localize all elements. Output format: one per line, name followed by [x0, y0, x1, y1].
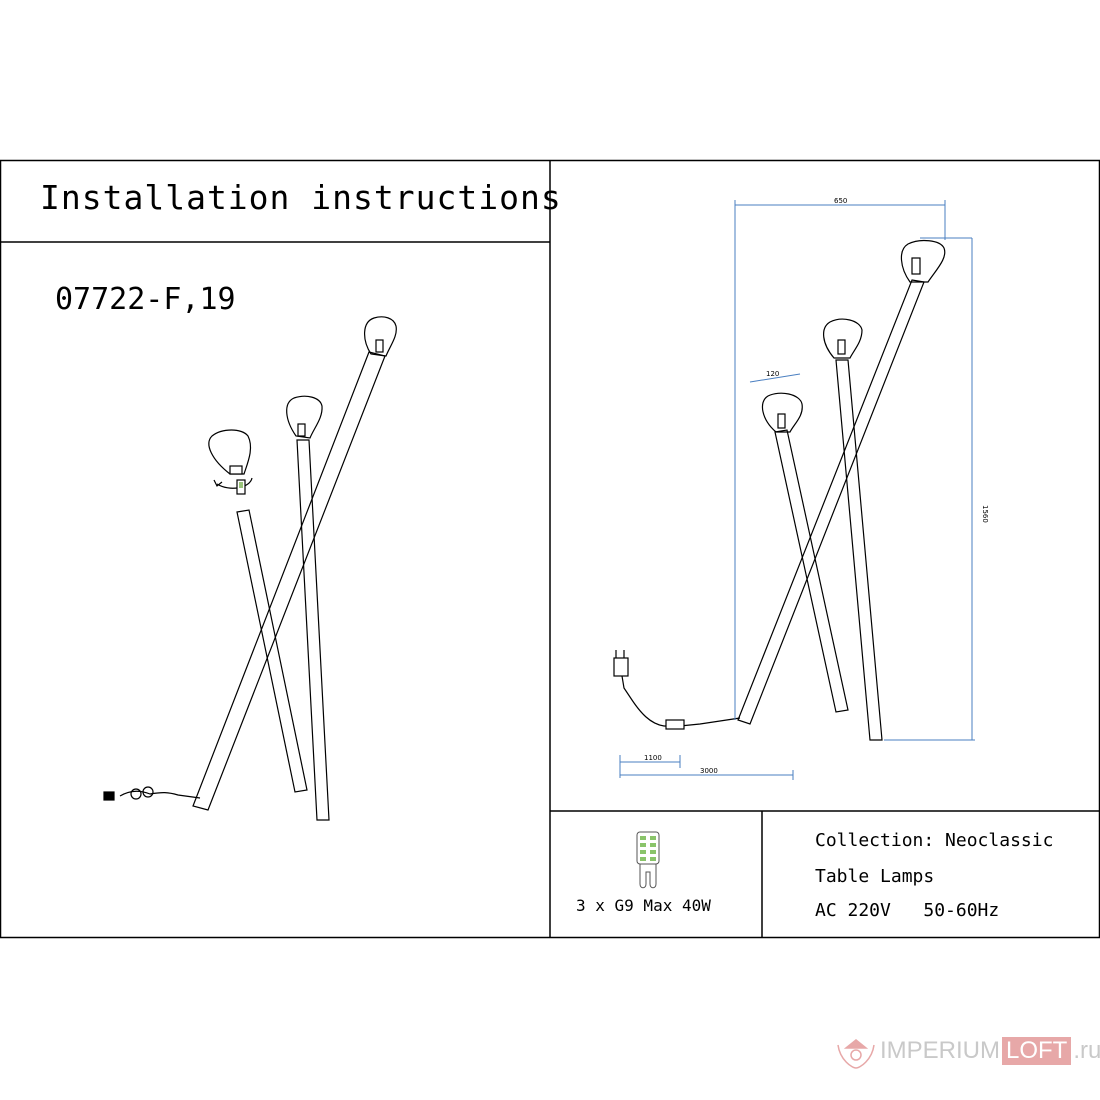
spec-voltage-value: AC 220V	[815, 900, 891, 921]
g9-bulb-icon	[636, 831, 660, 889]
watermark-part3: .ru	[1073, 1037, 1100, 1064]
dimension-drawing	[613, 239, 946, 741]
rod-short-right	[774, 429, 849, 713]
power-cord-right	[621, 675, 741, 727]
model-code: 07722-F,19	[55, 282, 236, 317]
watermark-part1: IMPERIUM	[880, 1037, 1000, 1064]
spec-category: Table Lamps	[815, 866, 935, 887]
rod-short	[236, 509, 308, 793]
assembly-drawing	[103, 316, 397, 821]
rotate-arrow	[216, 477, 253, 489]
rod-middle-right	[835, 359, 883, 741]
rod-long-right	[737, 279, 925, 725]
shade-right-1	[900, 239, 946, 283]
shade-right-2	[823, 318, 863, 359]
spec-collection: Collection: Neoclassic	[815, 830, 1054, 851]
dim-height: 1560	[981, 505, 989, 523]
rod-long	[192, 351, 386, 811]
dimension-lines	[619, 200, 975, 780]
watermark-part2: LOFT	[1002, 1037, 1072, 1065]
rod-middle	[296, 439, 330, 821]
page-title: Installation instructions	[40, 178, 562, 217]
shade-top	[364, 316, 397, 357]
shade-middle	[286, 395, 323, 439]
dim-cable: 3000	[700, 767, 718, 775]
spec-voltage: AC 220V 50-60Hz	[815, 900, 999, 921]
dim-width: 650	[834, 197, 847, 205]
spec-frequency: 50-60Hz	[923, 900, 1000, 921]
shade-right-3	[761, 392, 803, 433]
shade-detached	[208, 429, 252, 475]
cord-switch	[665, 719, 685, 730]
dim-shade: 120	[766, 370, 779, 378]
power-cord	[119, 790, 201, 799]
watermark-logo-icon	[837, 1039, 875, 1069]
bulb-label: 3 x G9 Max 40W	[576, 896, 711, 915]
dim-switch-cable: 1100	[644, 754, 662, 762]
